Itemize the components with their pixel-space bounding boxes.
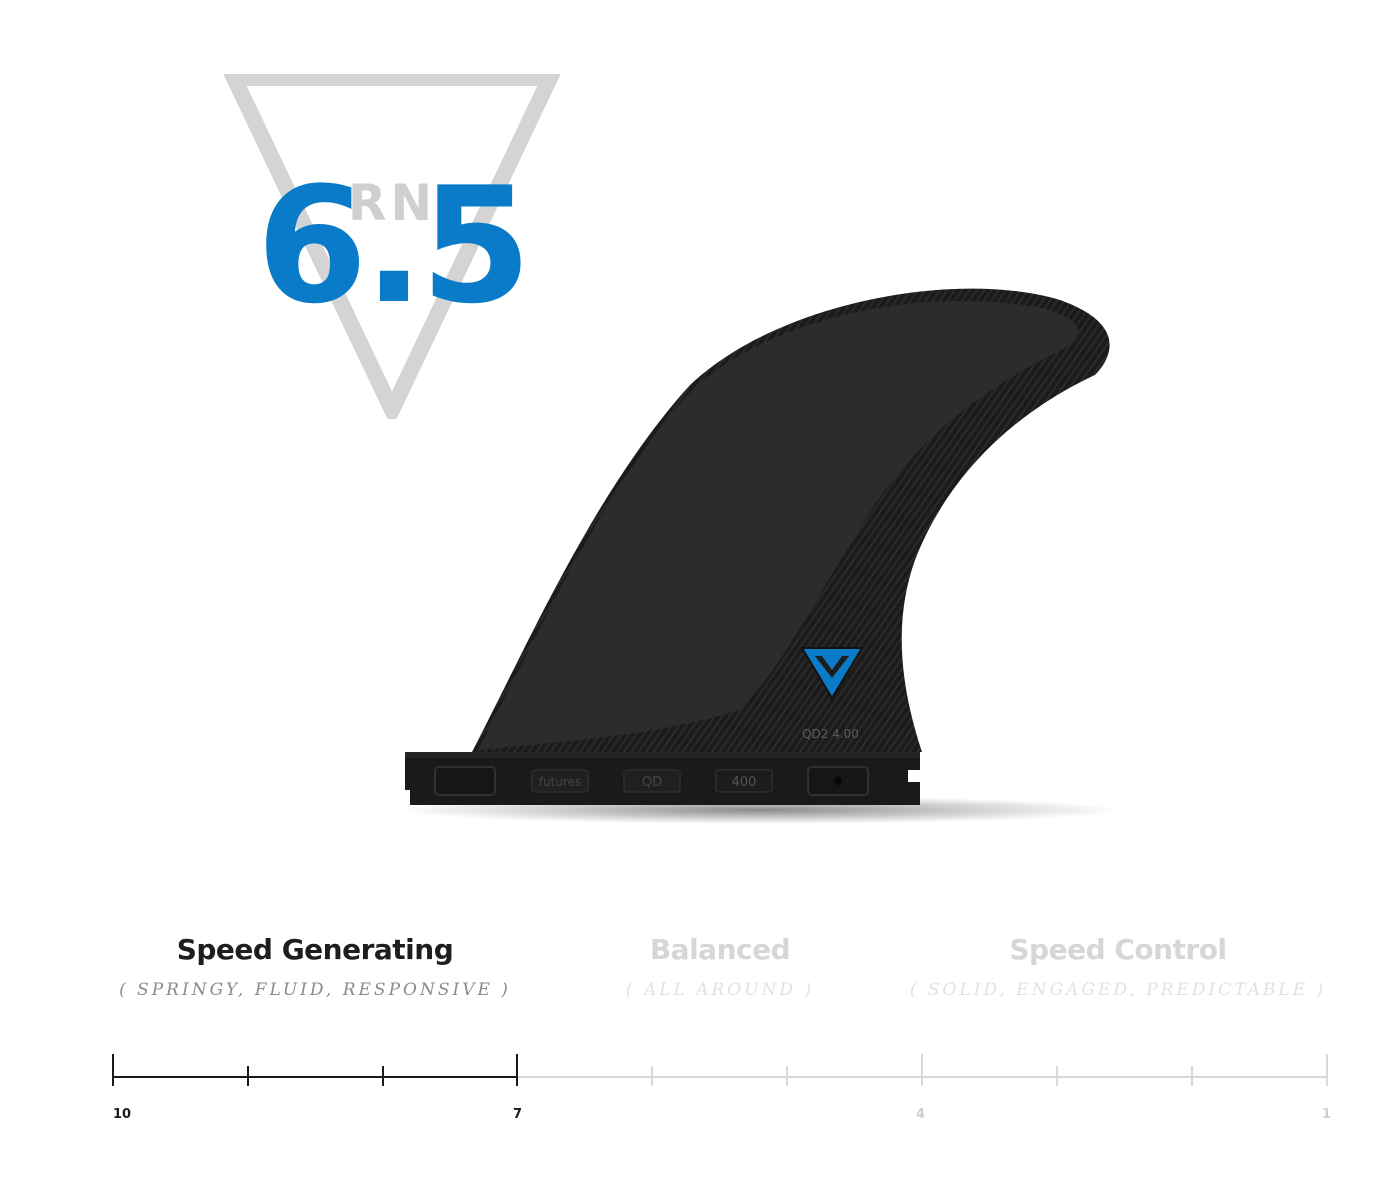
category-title: Speed Control [1009,933,1227,966]
rating-label: RN [347,174,437,232]
category-balanced: Balanced ( ALL AROUND ) [490,930,950,1002]
fin-base-label-2: QD [642,775,662,790]
category-subtitle: ( ALL AROUND ) [625,980,815,1000]
category-title: Speed Generating [176,933,454,966]
fin-product-image: QD2 4.00 futures QD 400 [360,280,1160,825]
category-subtitle: ( SPRINGY, FLUID, RESPONSIVE ) [119,980,511,1000]
category-title: Balanced [649,933,791,966]
category-speed-generating: Speed Generating ( SPRINGY, FLUID, RESPO… [85,930,545,1002]
rating-badge: RN 6.5 [222,74,562,419]
scale-label-10: 10 [113,1107,132,1122]
scale-label-4: 4 [916,1107,926,1122]
rating-scale [112,1054,1328,1086]
category-subtitle: ( SOLID, ENGAGED, PREDICTABLE ) [909,980,1327,1000]
scale-label-1: 1 [1322,1107,1332,1122]
category-speed-control: Speed Control ( SOLID, ENGAGED, PREDICTA… [888,930,1348,1002]
fin-model-text: QD2 4.00 [802,727,859,741]
fin-base-label-1: futures [539,775,581,789]
fin-logo-icon [800,647,864,700]
fin-base-label-3: 400 [732,775,757,790]
rating-value: 6.5 [256,152,531,339]
scale-label-7: 7 [513,1107,523,1122]
rating-triangle-icon [223,74,561,419]
